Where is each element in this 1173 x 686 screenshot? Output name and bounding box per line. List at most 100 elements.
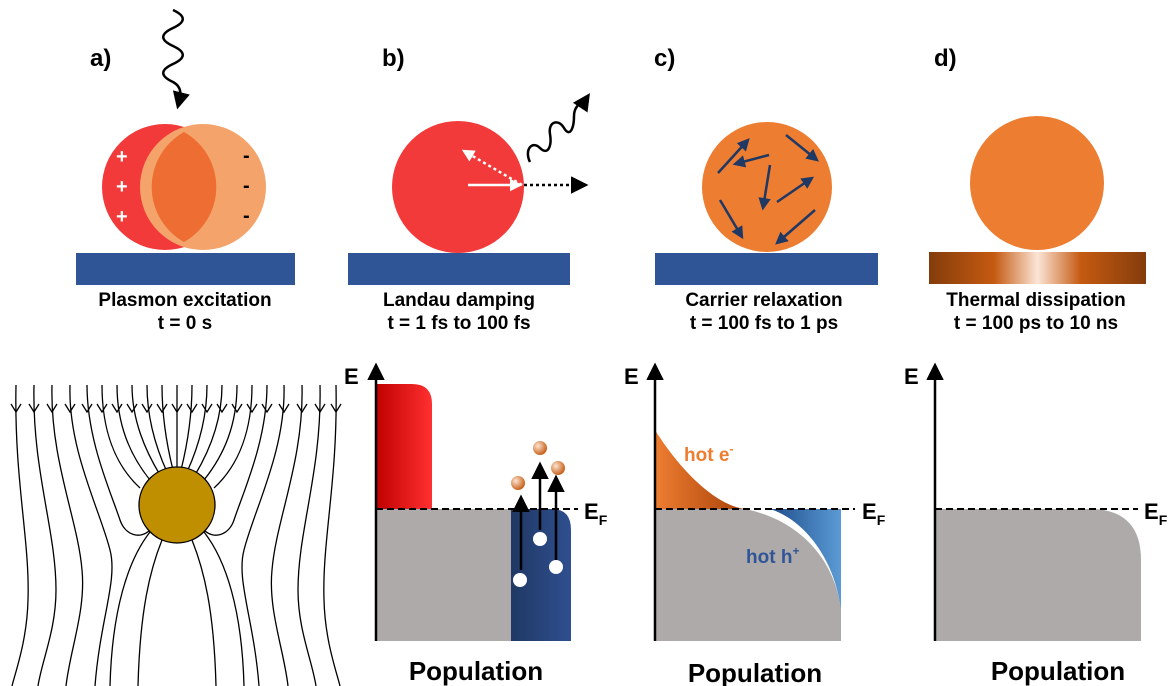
- energy-label-d: E: [904, 364, 919, 389]
- hot-electron: [533, 441, 547, 455]
- energy-diagram-c: E EF hot e- hot h+ Population: [624, 362, 886, 686]
- minus-sign-1: -: [243, 145, 250, 167]
- thermalized-nanoparticle: [970, 116, 1104, 250]
- fermi-label-d: EF: [1144, 499, 1168, 528]
- panel-d-caption-1: Thermal dissipation: [946, 290, 1125, 311]
- arrowhead: [171, 403, 183, 414]
- carrier-arrow-6: [775, 209, 816, 245]
- fermi-label-c: EF: [862, 499, 886, 528]
- field-line: [270, 384, 303, 686]
- panel-b-caption-2: t = 1 fs to 100 fs: [387, 313, 530, 334]
- energy-diagram-d: E EF Population: [904, 362, 1168, 686]
- field-line: [297, 384, 321, 686]
- heated-substrate: [929, 252, 1146, 284]
- fermi-label-d-main: E: [1144, 499, 1159, 524]
- arrowhead: [126, 403, 138, 414]
- carrier-arrow-7: [718, 199, 744, 240]
- hot-electron-tail: [655, 430, 745, 509]
- field-line: [69, 384, 113, 686]
- fermi-label-c-sub: F: [877, 512, 886, 528]
- emitted-photon-icon: [526, 93, 590, 163]
- field-line: [86, 384, 151, 536]
- field-line: [213, 384, 253, 489]
- incoming-photon-icon: [162, 8, 190, 110]
- carrier-arrow-5: [776, 176, 815, 204]
- arrowhead: [246, 403, 258, 414]
- carrier-arrow-3: [758, 164, 772, 211]
- arrowhead: [28, 403, 40, 414]
- arrowhead: [330, 403, 342, 414]
- hole: [533, 532, 547, 546]
- arrowhead: [201, 403, 213, 414]
- substrate-a: [76, 253, 295, 285]
- arrowhead: [141, 403, 153, 414]
- energy-label-b: E: [344, 364, 359, 389]
- field-line: [11, 384, 29, 686]
- panel-d-caption-2: t = 100 ps to 10 ns: [954, 313, 1118, 334]
- hole: [549, 560, 563, 574]
- minus-sign-2: -: [243, 175, 250, 197]
- field-line: [203, 384, 238, 481]
- fermi-label-c-main: E: [862, 499, 877, 524]
- arrowhead: [10, 403, 22, 414]
- occupied-states-c: [655, 509, 841, 641]
- field-line: [241, 384, 285, 686]
- population-label-c: Population: [688, 658, 822, 686]
- field-line: [137, 539, 163, 686]
- hot-electron: [511, 476, 525, 490]
- plus-sign-3: +: [116, 206, 128, 228]
- arrowhead: [231, 403, 243, 414]
- hot-hole-label-sup: +: [792, 544, 799, 558]
- energy-diagram-b: E EF Population: [344, 362, 608, 686]
- energy-label-c: E: [624, 364, 639, 389]
- field-line: [194, 384, 223, 476]
- field-line: [203, 531, 245, 686]
- panel-d-thermal-dissipation: Thermal dissipation t = 100 ps to 10 ns: [929, 116, 1146, 334]
- arrowhead: [111, 403, 123, 414]
- arrowhead: [278, 403, 290, 414]
- population-label-d: Population: [991, 656, 1125, 686]
- arrowhead: [64, 403, 76, 414]
- plus-sign-1: +: [116, 146, 128, 168]
- panel-a-caption-1: Plasmon excitation: [98, 290, 271, 311]
- arrowhead: [81, 403, 93, 414]
- hot-electron-label-main: hot e: [684, 445, 729, 466]
- panel-b-letter: b): [382, 45, 405, 72]
- hot-electron-label-sup: -: [729, 442, 733, 456]
- field-line: [203, 384, 268, 536]
- arrowhead: [261, 403, 273, 414]
- fermi-label-b-main: E: [584, 499, 599, 524]
- occupied-states-b: [376, 509, 511, 641]
- carrier-arrow-4: [785, 134, 819, 162]
- excited-nanoparticle: [392, 121, 524, 253]
- panel-b-landau-damping: Landau damping t = 1 fs to 100 fs: [348, 93, 590, 334]
- field-line: [131, 384, 161, 476]
- arrowhead: [314, 403, 326, 414]
- field-line: [101, 384, 141, 489]
- arrowhead: [216, 403, 228, 414]
- panel-a-caption-2: t = 0 s: [158, 313, 212, 334]
- field-line: [180, 384, 193, 471]
- fermi-label-b-sub: F: [599, 512, 608, 528]
- substrate-c: [655, 253, 878, 285]
- arrowhead: [46, 403, 58, 414]
- plus-sign-2: +: [116, 176, 128, 198]
- field-lines-diagram: [10, 384, 342, 686]
- metal-nanoparticle: [151, 132, 217, 242]
- panel-b-caption-1: Landau damping: [383, 290, 535, 311]
- field-line: [323, 384, 341, 686]
- panel-c-letter: c): [654, 45, 675, 72]
- hot-electron-label: hot e-: [684, 442, 733, 466]
- fermi-label-b: EF: [584, 499, 608, 528]
- panel-c-caption-1: Carrier relaxation: [685, 290, 842, 311]
- panel-d-letter: d): [934, 45, 957, 72]
- hole: [513, 573, 527, 587]
- panel-a-plasmon-excitation: + + + - - - Plasmon excitation t = 0 s: [76, 8, 295, 334]
- arrowhead: [296, 403, 308, 414]
- field-line: [51, 384, 84, 686]
- gold-nanoparticle: [138, 466, 216, 544]
- substrate-b: [348, 253, 570, 285]
- hot-hole-label-main: hot h: [746, 547, 792, 568]
